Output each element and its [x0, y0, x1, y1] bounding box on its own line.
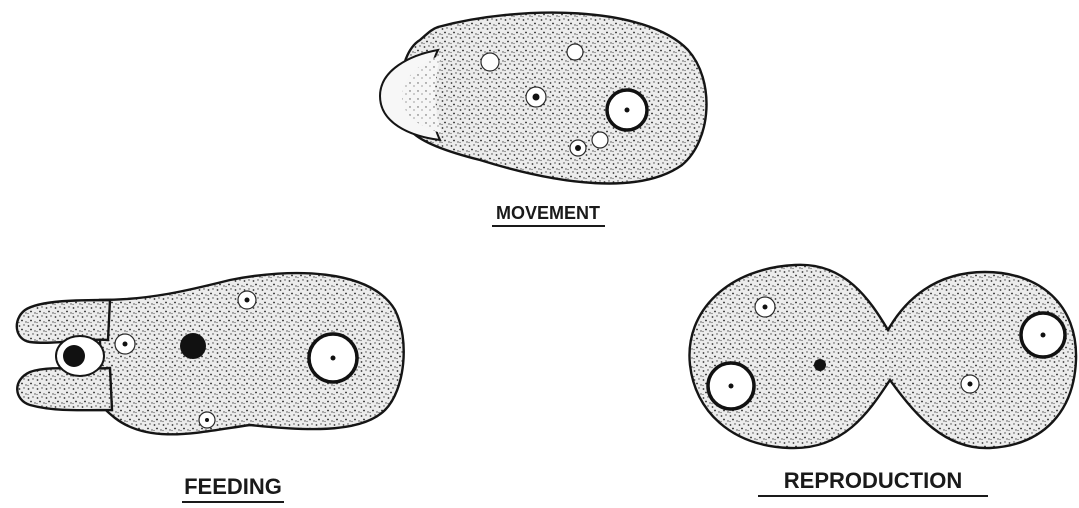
reproduction-vacuole-dot [763, 305, 768, 310]
movement-nucleolus [625, 108, 630, 113]
reproduction-nucleolus [729, 384, 734, 389]
feeding-label: FEEDING [184, 474, 282, 499]
movement-vacuole [567, 44, 583, 60]
feeding-food-vacuole [180, 333, 206, 359]
movement-vacuole [481, 53, 499, 71]
reproduction-nucleolus [1041, 333, 1046, 338]
reproduction-panel: REPRODUCTION [689, 265, 1076, 496]
movement-label: MOVEMENT [496, 203, 600, 223]
reproduction-vacuole-dot [968, 382, 973, 387]
movement-cell-body [400, 13, 706, 184]
feeding-upper-pseudopod [17, 300, 110, 343]
movement-food-particle [575, 145, 581, 151]
feeding-lower-pseudopod [17, 368, 112, 410]
feeding-nucleolus [331, 356, 336, 361]
reproduction-cell-body [689, 265, 1076, 448]
movement-vacuole [592, 132, 608, 148]
reproduction-food-vacuole [814, 359, 826, 371]
feeding-food-particle [63, 345, 85, 367]
feeding-vacuole-dot [205, 418, 209, 422]
feeding-panel: FEEDING [17, 273, 404, 502]
feeding-vacuole-dot [123, 342, 128, 347]
feeding-vacuole-dot [245, 298, 250, 303]
movement-panel: MOVEMENT [380, 13, 707, 226]
feeding-amoeba [17, 273, 404, 434]
movement-food-particle [533, 94, 540, 101]
movement-amoeba [380, 13, 707, 184]
reproduction-amoeba [689, 265, 1076, 448]
reproduction-label: REPRODUCTION [784, 468, 962, 493]
